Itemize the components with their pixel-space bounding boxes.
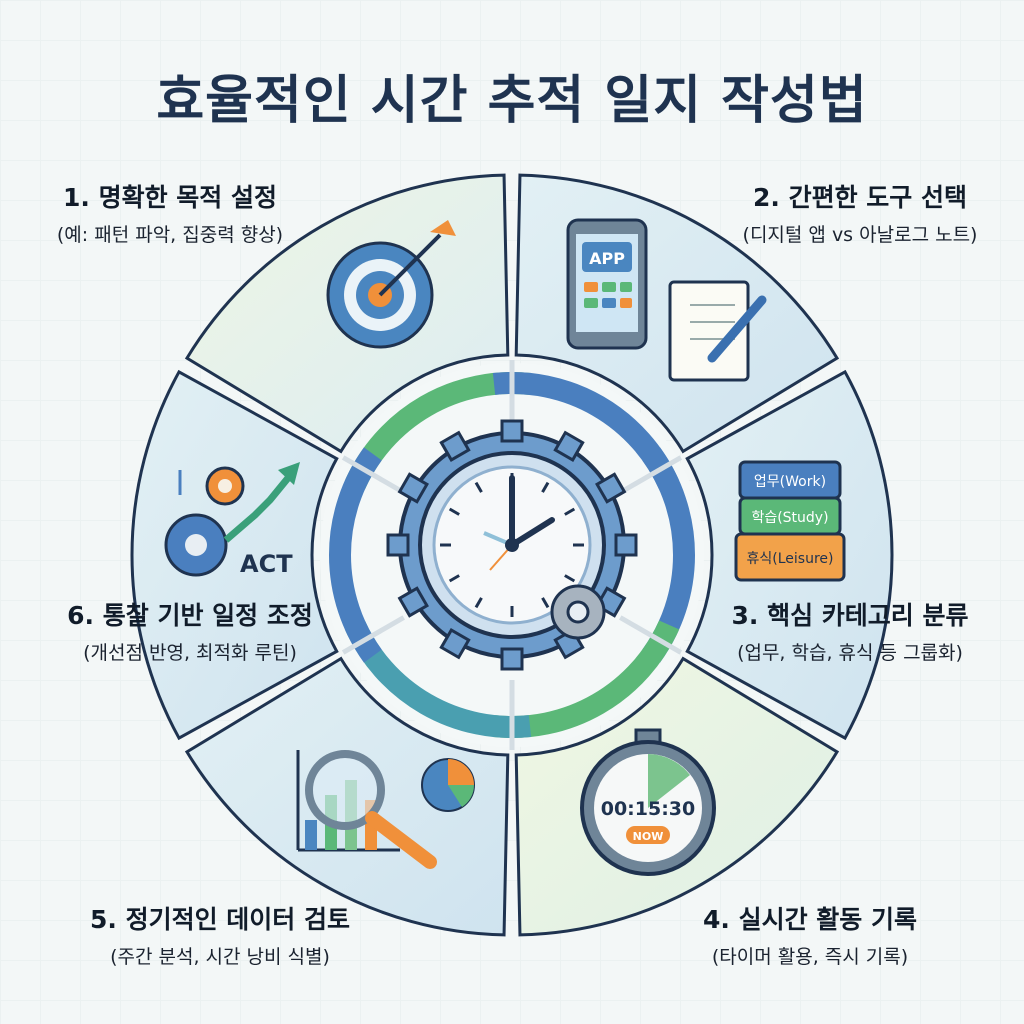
- clock-tick: [541, 481, 550, 493]
- step-1-heading: 1. 명확한 목적 설정: [62, 183, 277, 212]
- step-3: 3. 핵심 카테고리 분류 (업무, 학습, 휴식 등 그룹화): [680, 596, 1020, 665]
- clock-tick: [541, 597, 550, 609]
- phone-notebook-icon: APP: [566, 218, 767, 382]
- step-5: 5. 정기적인 데이터 검토 (주간 분석, 시간 낭비 식별): [50, 900, 390, 969]
- step-6: 6. 통찰 기반 일정 조정 (개선점 반영, 최적화 루틴): [20, 596, 360, 665]
- step-4: 4. 실시간 활동 기록 (타이머 활용, 즉시 기록): [640, 900, 980, 969]
- folder-work-label: 업무(Work): [754, 474, 826, 490]
- step-2: 2. 간편한 도구 선택 (디지털 앱 vs 아날로그 노트): [690, 178, 1024, 247]
- spoke: [341, 615, 405, 655]
- step-4-subtitle: (타이머 활용, 즉시 기록): [711, 946, 909, 968]
- gear-tooth: [614, 533, 638, 557]
- spoke: [619, 455, 683, 495]
- stopwatch-badge: NOW: [633, 830, 664, 843]
- clock-tick: [474, 597, 483, 609]
- magnifier-chart-icon: [296, 750, 475, 869]
- cycle-arrow-segment: [329, 447, 382, 663]
- step-2-subtitle: (디지털 앱 vs 아날로그 노트): [742, 224, 978, 246]
- step-3-subtitle: (업무, 학습, 휴식 등 그룹화): [737, 642, 963, 664]
- step-6-sector: [130, 369, 339, 741]
- step-5-heading: 5. 정기적인 데이터 검토: [89, 905, 350, 934]
- folder-leisure-label: 휴식(Leisure): [747, 551, 834, 567]
- target-icon: [326, 220, 456, 349]
- clock-tick: [474, 481, 483, 493]
- step-4-heading: 4. 실시간 활동 기록: [702, 905, 917, 934]
- step-1-subtitle: (예: 패턴 파악, 집중력 향상): [56, 224, 284, 246]
- gear-tooth: [386, 533, 410, 557]
- clock-tick: [448, 507, 460, 516]
- folder-study-label: 학습(Study): [751, 510, 828, 526]
- folders-icon: 업무(Work) 학습(Study) 휴식(Leisure): [734, 460, 846, 582]
- gear-tooth: [397, 472, 429, 504]
- gear-tooth: [439, 628, 471, 660]
- clock-gear-icon: [386, 419, 638, 671]
- step-1: 1. 명확한 목적 설정 (예: 패턴 파악, 집중력 향상): [0, 178, 340, 247]
- clock-tick: [448, 574, 460, 583]
- step-2-heading: 2. 간편한 도구 선택: [752, 183, 967, 212]
- step-6-heading: 6. 통찰 기반 일정 조정: [67, 601, 313, 630]
- spoke: [619, 615, 683, 655]
- act-label: ACT: [240, 550, 293, 578]
- gear-tooth: [553, 430, 585, 462]
- stopwatch-time: 00:15:30: [601, 798, 696, 820]
- step-6-subtitle: (개선점 반영, 최적화 루틴): [83, 642, 297, 664]
- spoke: [341, 455, 405, 495]
- gears-arrow-icon: ACT: [164, 462, 300, 578]
- page-title: 효율적인 시간 추적 일지 작성법: [156, 71, 868, 131]
- step-5-subtitle: (주간 분석, 시간 낭비 식별): [110, 946, 330, 968]
- clock-tick: [564, 507, 576, 516]
- stopwatch-icon: 00:15:30 NOW: [580, 728, 716, 876]
- gear-tooth: [397, 586, 429, 618]
- gear-tooth: [500, 647, 524, 671]
- gear-tooth: [500, 419, 524, 443]
- clock-tick: [564, 574, 576, 583]
- gear-tooth: [595, 472, 627, 504]
- step-3-heading: 3. 핵심 카테고리 분류: [731, 601, 969, 630]
- gear-tooth: [439, 430, 471, 462]
- app-label: APP: [589, 249, 625, 268]
